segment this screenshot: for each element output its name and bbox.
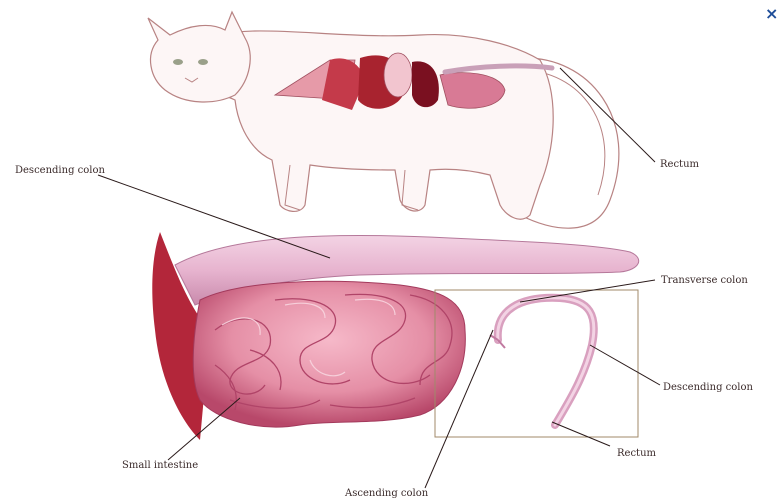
label-rectum-top: Rectum (660, 159, 700, 170)
label-descending-colon-right: Descending colon (663, 382, 753, 393)
small-intestine-mass (193, 281, 465, 427)
inset-frame (435, 290, 638, 437)
label-transverse-colon: Transverse colon (661, 275, 748, 286)
label-descending-colon-top: Descending colon (15, 165, 105, 176)
cat-head (148, 12, 250, 102)
label-rectum-bottom: Rectum (617, 448, 657, 459)
leader-transverse-colon (520, 280, 655, 302)
leader-descending-colon-right (590, 345, 660, 385)
cat-illustration (148, 12, 619, 228)
label-small-intestine: Small intestine (122, 460, 198, 471)
leader-rectum-bottom (552, 422, 610, 446)
intestine-detail (152, 232, 638, 440)
label-ascending-colon: Ascending colon (344, 488, 429, 499)
leader-rectum-top (560, 68, 655, 162)
heart-organ (384, 53, 412, 97)
inset-colon (498, 298, 594, 425)
